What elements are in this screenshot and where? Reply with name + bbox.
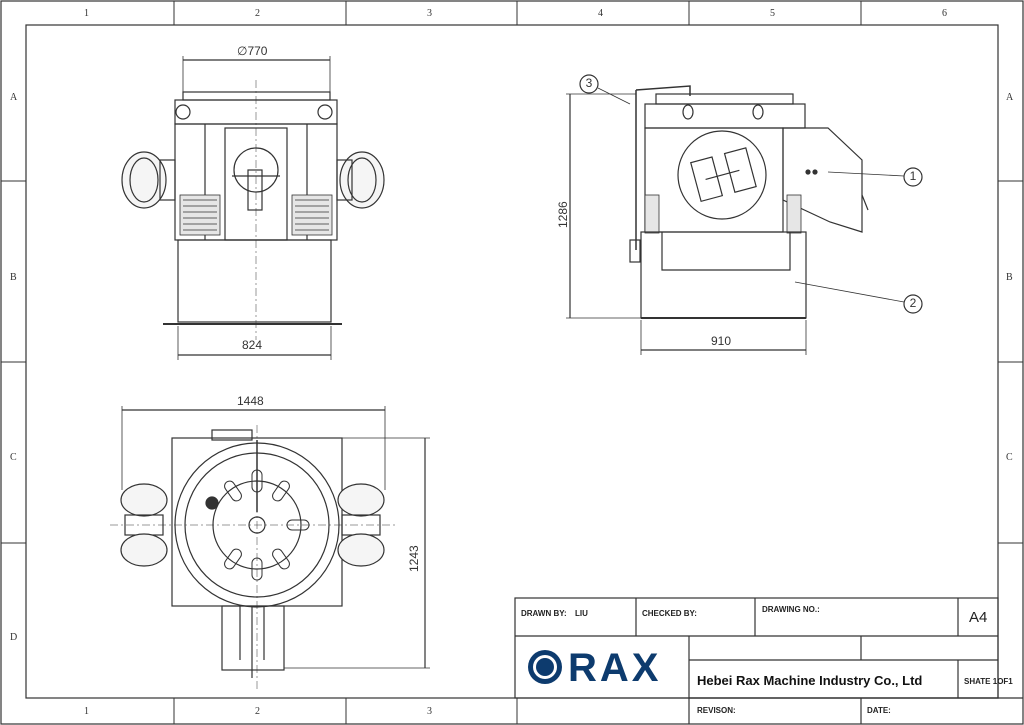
revision-label: REVISON: [697, 706, 736, 715]
callout-3: 3 [585, 76, 593, 90]
front-width-label: 824 [242, 338, 263, 352]
zone-col-6-top: 6 [942, 8, 947, 19]
zone-col-3-top: 3 [427, 8, 432, 19]
top-width-label: 1448 [237, 394, 264, 408]
logo-text: RAX [568, 646, 662, 690]
drawn-by-value: LIU [575, 609, 588, 618]
front-view [121, 56, 385, 360]
side-height-label: 1286 [556, 201, 570, 228]
zone-row-b-right: B [1006, 272, 1013, 283]
front-diameter-label: ∅770 [237, 44, 268, 58]
zone-row-c-right: C [1006, 452, 1013, 463]
callout-2: 2 [909, 296, 917, 310]
title-block [514, 597, 1023, 724]
zone-col-1-bottom: 1 [84, 706, 89, 717]
drawn-by-label: DRAWN BY: [521, 609, 567, 618]
zone-col-5-top: 5 [770, 8, 775, 19]
zone-col-1-top: 1 [84, 8, 89, 19]
zone-row-a-right: A [1006, 92, 1014, 103]
zone-col-3-bottom: 3 [427, 706, 432, 717]
drawing-no-label: DRAWING NO.: [762, 605, 820, 614]
zone-row-a-left: A [10, 92, 18, 103]
zone-row-b-left: B [10, 272, 17, 283]
zone-col-2-top: 2 [255, 8, 260, 19]
sheet-size: A4 [969, 609, 988, 626]
callout-1: 1 [909, 169, 917, 183]
zone-row-c-left: C [10, 452, 17, 463]
date-label: DATE: [867, 706, 891, 715]
sheet-number: SHATE 1OF1 [964, 677, 1013, 686]
rax-logo [528, 650, 562, 684]
company-name: Hebei Rax Machine Industry Co., Ltd [697, 673, 923, 688]
zone-col-2-bottom: 2 [255, 706, 260, 717]
side-view [566, 74, 923, 355]
zone-col-4-top: 4 [598, 8, 603, 19]
side-width-label: 910 [711, 334, 732, 348]
zone-row-d-left: D [10, 632, 18, 643]
top-view [110, 406, 430, 690]
checked-by-label: CHECKED BY: [642, 609, 697, 618]
top-height-label: 1243 [407, 545, 421, 572]
